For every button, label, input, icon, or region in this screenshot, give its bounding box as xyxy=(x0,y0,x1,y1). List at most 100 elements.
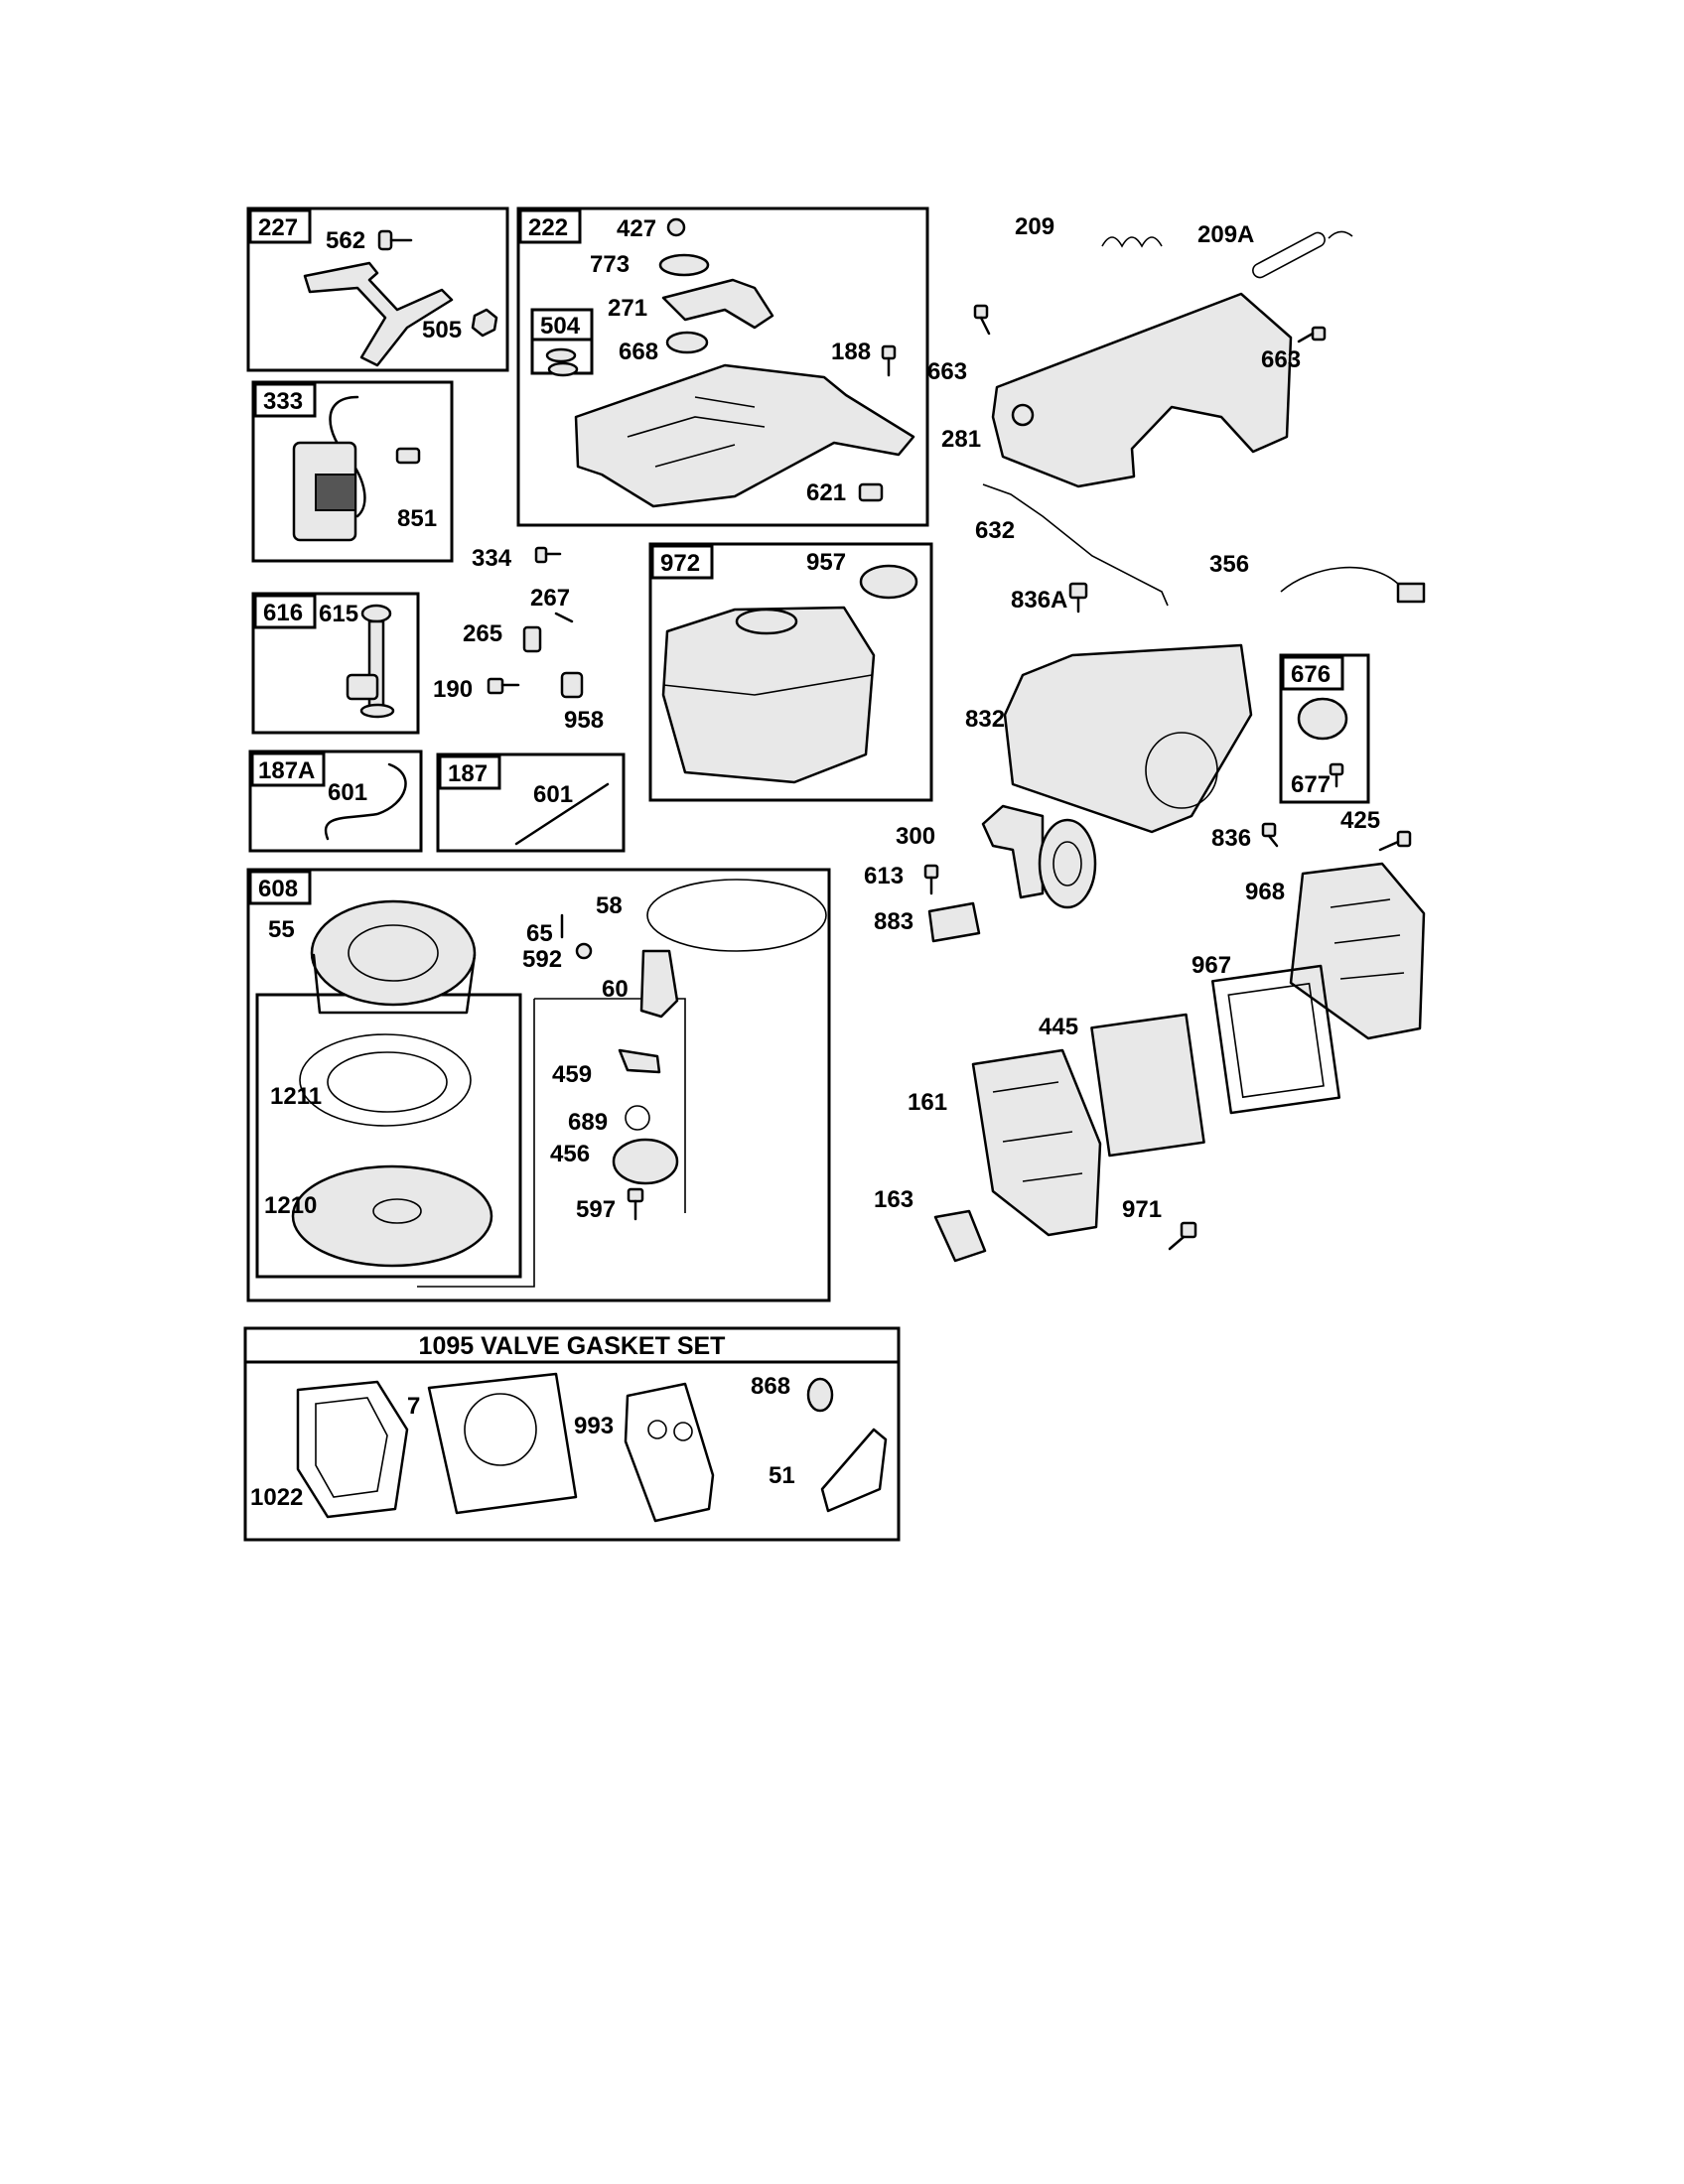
group-187a-label: 187A xyxy=(258,757,315,784)
part-597-screw xyxy=(627,1187,644,1221)
callout-456: 456 xyxy=(550,1141,590,1167)
group-187-label: 187 xyxy=(448,760,488,787)
part-993-gasket xyxy=(624,1382,715,1523)
part-958-valve xyxy=(560,671,584,699)
group-333-label: 333 xyxy=(263,388,303,415)
part-621-clip xyxy=(858,482,884,502)
callout-832: 832 xyxy=(965,706,1005,733)
callout-58: 58 xyxy=(596,892,623,919)
callout-7: 7 xyxy=(407,1393,420,1420)
part-967-precleaner-inner xyxy=(1227,982,1325,1099)
part-1022-gasket xyxy=(296,1380,409,1519)
part-271-control-plate xyxy=(661,278,774,330)
callout-163: 163 xyxy=(874,1186,913,1213)
callout-445: 445 xyxy=(1039,1014,1078,1040)
callout-271: 271 xyxy=(608,295,647,322)
part-883-gasket xyxy=(927,901,981,943)
part-562-screw xyxy=(377,229,413,251)
callout-51: 51 xyxy=(769,1462,795,1489)
callout-505: 505 xyxy=(422,317,462,343)
group-187a-tag xyxy=(250,751,326,787)
group-222-frame xyxy=(516,206,929,527)
part-851-terminal xyxy=(395,447,421,465)
group-333-tag xyxy=(253,382,317,418)
callout-958: 958 xyxy=(564,707,604,734)
part-58-rope xyxy=(646,879,827,952)
callout-427: 427 xyxy=(617,215,656,242)
callout-663a: 663 xyxy=(927,358,967,385)
callout-883: 883 xyxy=(874,908,913,935)
callout-601a: 601 xyxy=(328,779,367,806)
part-836-screw xyxy=(1261,822,1279,848)
group-187a-frame xyxy=(248,750,423,853)
part-227-bracket xyxy=(303,261,454,367)
callout-1022: 1022 xyxy=(250,1484,303,1511)
part-592-nut xyxy=(575,942,593,960)
part-281-panel xyxy=(991,292,1293,488)
part-427-nut xyxy=(666,217,686,237)
group-676-frame xyxy=(1279,653,1370,804)
callout-957: 957 xyxy=(806,549,846,576)
part-190-screw xyxy=(487,677,520,695)
part-957-fuel-cap xyxy=(859,564,918,600)
group-608-label: 608 xyxy=(258,876,298,902)
part-668-washer xyxy=(665,331,709,354)
callout-632: 632 xyxy=(975,517,1015,544)
callout-459: 459 xyxy=(552,1061,592,1088)
part-967-precleaner xyxy=(1210,964,1341,1115)
callout-971: 971 xyxy=(1122,1196,1162,1223)
callout-334: 334 xyxy=(472,545,512,572)
part-968-cover-ribs xyxy=(1330,898,1405,980)
group-676-tag xyxy=(1281,655,1344,691)
part-187-fuel-line xyxy=(514,782,610,846)
callout-597: 597 xyxy=(576,1196,616,1223)
part-1210-pulley-hub xyxy=(372,1198,422,1224)
callout-968: 968 xyxy=(1245,879,1285,905)
part-7-head-gasket xyxy=(427,1372,578,1515)
callout-60: 60 xyxy=(602,976,629,1003)
group-227-tag xyxy=(248,208,312,244)
callout-601b: 601 xyxy=(533,781,573,808)
callout-1211: 1211 xyxy=(270,1083,322,1110)
group-616-frame xyxy=(251,592,420,735)
callout-300: 300 xyxy=(896,823,935,850)
callout-621: 621 xyxy=(806,479,846,506)
group-608-inner-bracket xyxy=(417,998,686,1288)
group-608-frame xyxy=(246,868,831,1302)
callout-267: 267 xyxy=(530,585,570,612)
valve-gasket-set-frame xyxy=(243,1326,901,1542)
part-972-fuel-neck xyxy=(735,608,798,635)
part-222-base-plate-detail xyxy=(627,396,766,468)
group-333-frame xyxy=(251,380,454,563)
part-632-link xyxy=(982,483,1169,607)
part-60-handle xyxy=(639,949,679,1019)
part-161-base-detail xyxy=(992,1081,1083,1182)
callout-868: 868 xyxy=(751,1373,790,1400)
part-267-screw xyxy=(554,612,574,623)
part-456-retainer xyxy=(612,1138,679,1185)
group-227-label: 227 xyxy=(258,214,298,241)
part-972-tank-seam xyxy=(662,674,873,696)
callout-65: 65 xyxy=(526,920,553,947)
part-616-tube xyxy=(346,604,395,719)
callout-836: 836 xyxy=(1211,825,1251,852)
callout-209a: 209A xyxy=(1197,221,1254,248)
part-993-hole-b xyxy=(673,1422,693,1441)
group-227-frame xyxy=(246,206,509,372)
part-209-spring xyxy=(1101,236,1163,248)
group-504-tag xyxy=(530,308,594,341)
callout-1210: 1210 xyxy=(264,1192,317,1219)
part-968-cover xyxy=(1289,862,1426,1040)
part-504-washer-b xyxy=(547,361,579,377)
part-281-pivot xyxy=(1011,403,1035,427)
callout-668: 668 xyxy=(619,339,658,365)
group-972-label: 972 xyxy=(660,550,700,577)
callout-677: 677 xyxy=(1291,771,1331,798)
part-504-washer-a xyxy=(545,347,577,363)
callout-562: 562 xyxy=(326,227,365,254)
group-187-frame xyxy=(436,752,626,853)
part-222-base-plate xyxy=(574,363,915,508)
part-1211-spring xyxy=(299,1033,472,1127)
part-836a-screw xyxy=(1068,582,1088,614)
